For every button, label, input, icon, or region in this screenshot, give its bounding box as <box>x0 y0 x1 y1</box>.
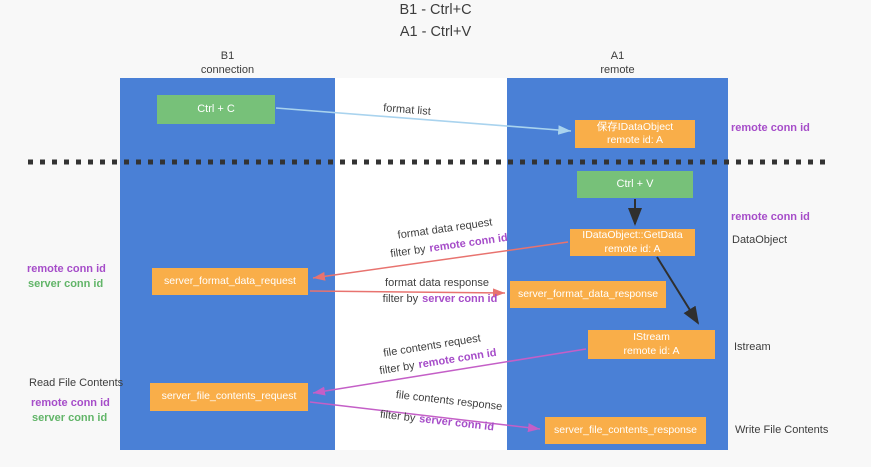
filter-by-text: filter by <box>382 293 419 305</box>
format-data-response-arrow <box>309 288 506 298</box>
left-label-server-conn-id-1: server conn id <box>28 278 104 290</box>
lane-header-a1-role: remote <box>600 63 635 76</box>
node-save-idataobject-line2: remote id: A <box>606 134 664 146</box>
left-label-read-file-contents: Read File Contents <box>29 377 124 389</box>
node-ctrl-v: Ctrl + V <box>577 171 693 198</box>
node-ctrl-v-label: Ctrl + V <box>616 177 654 190</box>
node-server-file-contents-request: server_file_contents_request <box>150 383 308 411</box>
node-ctrl-c-label: Ctrl + C <box>197 102 235 115</box>
left-label-server-conn-id-2: server conn id <box>32 412 108 424</box>
lane-header-b1-role: connection <box>200 63 255 76</box>
file-contents-request-arrow <box>312 348 587 396</box>
title-line-2: A1 - Ctrl+V <box>399 23 472 40</box>
right-label-remote-conn-id-2: remote conn id <box>731 211 810 223</box>
node-istream-line2: remote id: A <box>623 344 680 357</box>
node-server-format-data-request: server_format_data_request <box>152 268 308 295</box>
right-label-remote-conn-id-1: remote conn id <box>731 122 810 134</box>
title-line-1: B1 - Ctrl+C <box>399 2 472 18</box>
file-contents-response-arrow <box>309 401 541 433</box>
node-idataobject-getdata-line2: remote id: A <box>604 242 661 255</box>
format-data-request-arrow <box>312 241 569 281</box>
node-save-idataobject: 保存IDataObject remote id: A <box>575 120 695 148</box>
node-server-file-contents-response: server_file_contents_response <box>545 417 706 444</box>
edge-label-format-data-response: format data response <box>385 277 489 289</box>
format-list-arrow <box>275 107 572 135</box>
diagram-title: B1 - Ctrl+C A1 - Ctrl+V <box>0 0 871 44</box>
node-server-format-data-response: server_format_data_response <box>510 281 666 308</box>
left-label-remote-conn-id-2: remote conn id <box>31 397 110 409</box>
getdata-to-istream-arrow <box>656 256 700 325</box>
lane-gap <box>335 78 507 450</box>
node-istream: IStream remote id: A <box>588 330 715 359</box>
lane-header-a1: A1 remote <box>507 50 728 78</box>
node-istream-line1: IStream <box>633 331 670 344</box>
lane-header-a1-name: A1 <box>610 50 625 62</box>
node-server-file-contents-response-label: server_file_contents_response <box>553 423 697 436</box>
node-server-format-data-request-label: server_format_data_request <box>164 274 296 287</box>
right-label-istream: Istream <box>734 341 771 353</box>
right-label-dataobject: DataObject <box>732 234 788 246</box>
left-label-remote-conn-id-1: remote conn id <box>27 263 106 275</box>
node-idataobject-getdata-line1: IDataObject::GetData <box>582 229 683 242</box>
node-ctrl-c: Ctrl + C <box>157 95 275 124</box>
right-label-write-file-contents: Write File Contents <box>735 424 829 436</box>
node-idataobject-getdata: IDataObject::GetData remote id: A <box>570 229 695 256</box>
node-server-file-contents-request-label: server_file_contents_request <box>161 390 297 403</box>
node-server-format-data-response-label: server_format_data_response <box>517 287 659 300</box>
lane-header-b1: B1 connection <box>120 50 335 78</box>
server-conn-id-text: server conn id <box>422 293 498 305</box>
node-save-idataobject-line1: 保存IDataObject <box>596 120 674 133</box>
lane-header-b1-name: B1 <box>220 50 235 62</box>
